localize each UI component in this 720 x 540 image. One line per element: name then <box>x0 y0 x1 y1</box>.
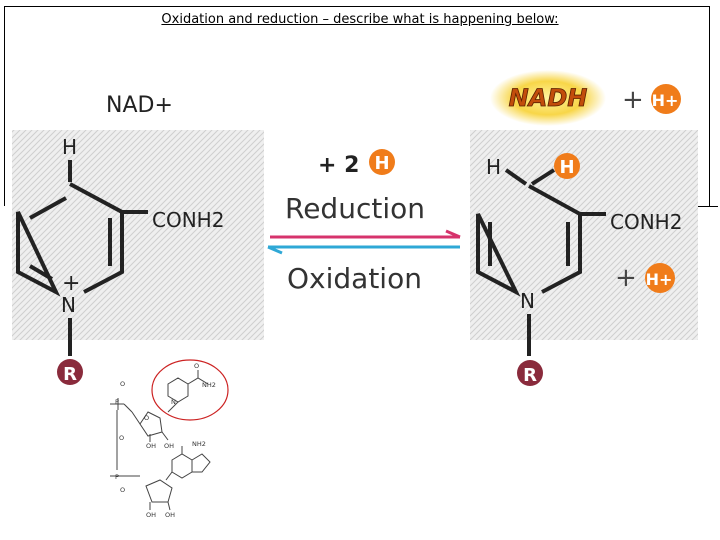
label-o5: O <box>194 362 199 370</box>
frame-line-top <box>4 6 710 7</box>
right-h-right-bond <box>530 168 556 186</box>
label-oh2: OH <box>164 442 174 450</box>
right-h-right-atom: H <box>559 157 574 178</box>
label-p2: P <box>115 473 119 481</box>
nadh-molecule: NADH + H+ H H CONH2 N R + H+ <box>470 70 698 386</box>
right-proton2-label: H+ <box>646 270 673 289</box>
right-proton2-badge <box>645 263 675 293</box>
oxidation-label: Oxidation <box>287 262 422 295</box>
left-charge: + <box>62 271 80 296</box>
label-oh3: OH <box>146 511 156 519</box>
plus-2-label: + 2 <box>318 153 359 178</box>
right-r-label: R <box>523 365 537 386</box>
reduction-label: Reduction <box>285 192 425 225</box>
label-o3: O <box>120 486 125 494</box>
reduction-arrow-head <box>445 229 461 239</box>
label-p1: P <box>115 398 119 406</box>
label-n-ring: N <box>171 398 176 406</box>
structure-labels: O P O P O O O NH2 N OH OH NH2 OH OH <box>115 362 216 519</box>
label-oh1: OH <box>146 442 156 450</box>
slide-title: Oxidation and reduction – describe what … <box>161 12 559 27</box>
label-o4: O <box>144 414 149 422</box>
right-h-right-badge <box>554 153 580 179</box>
label-oh4: OH <box>165 511 175 519</box>
frame-line-left <box>4 6 5 206</box>
right-n-atom: N <box>520 289 535 313</box>
right-plus-sign: + <box>622 85 644 115</box>
label-nh2-top: NH2 <box>202 381 216 389</box>
nad-full-structure <box>110 359 229 511</box>
frame-line-right <box>709 6 710 206</box>
frame-line-right-stub <box>698 206 718 207</box>
nicotinamide-circle <box>151 359 229 421</box>
right-h-left-atom: H <box>486 155 501 179</box>
left-r-label: R <box>63 364 77 385</box>
right-ring <box>476 184 582 297</box>
left-ring <box>16 182 124 297</box>
nadh-label: NADH <box>509 84 588 112</box>
left-hatch-panel <box>12 130 264 340</box>
right-proton-label: H+ <box>652 91 679 110</box>
right-proton-badge <box>651 84 681 114</box>
left-r-badge <box>57 359 83 385</box>
left-n-atom: N <box>61 293 76 317</box>
label-o2: O <box>119 434 124 442</box>
left-h-atom: H <box>62 135 77 159</box>
left-conh2-label: CONH2 <box>152 208 224 232</box>
nad-plus-molecule: NAD+ H CONH2 + N R <box>12 93 264 385</box>
right-r-badge <box>517 360 543 386</box>
oxidation-arrow-head <box>267 245 283 255</box>
label-nh2-bottom: NH2 <box>192 440 206 448</box>
right-h-left-bond <box>504 168 528 186</box>
right-conh2-label: CONH2 <box>610 210 682 234</box>
added-h-badge <box>369 149 395 175</box>
nadh-glow <box>490 70 606 126</box>
reaction-arrows: + 2 H Reduction Oxidation <box>267 149 461 295</box>
added-h-label: H <box>374 153 389 174</box>
label-o1: O <box>120 380 125 388</box>
right-hatch-panel <box>470 130 698 340</box>
nad-plus-label: NAD+ <box>106 93 173 118</box>
right-plus2: + <box>615 263 637 293</box>
